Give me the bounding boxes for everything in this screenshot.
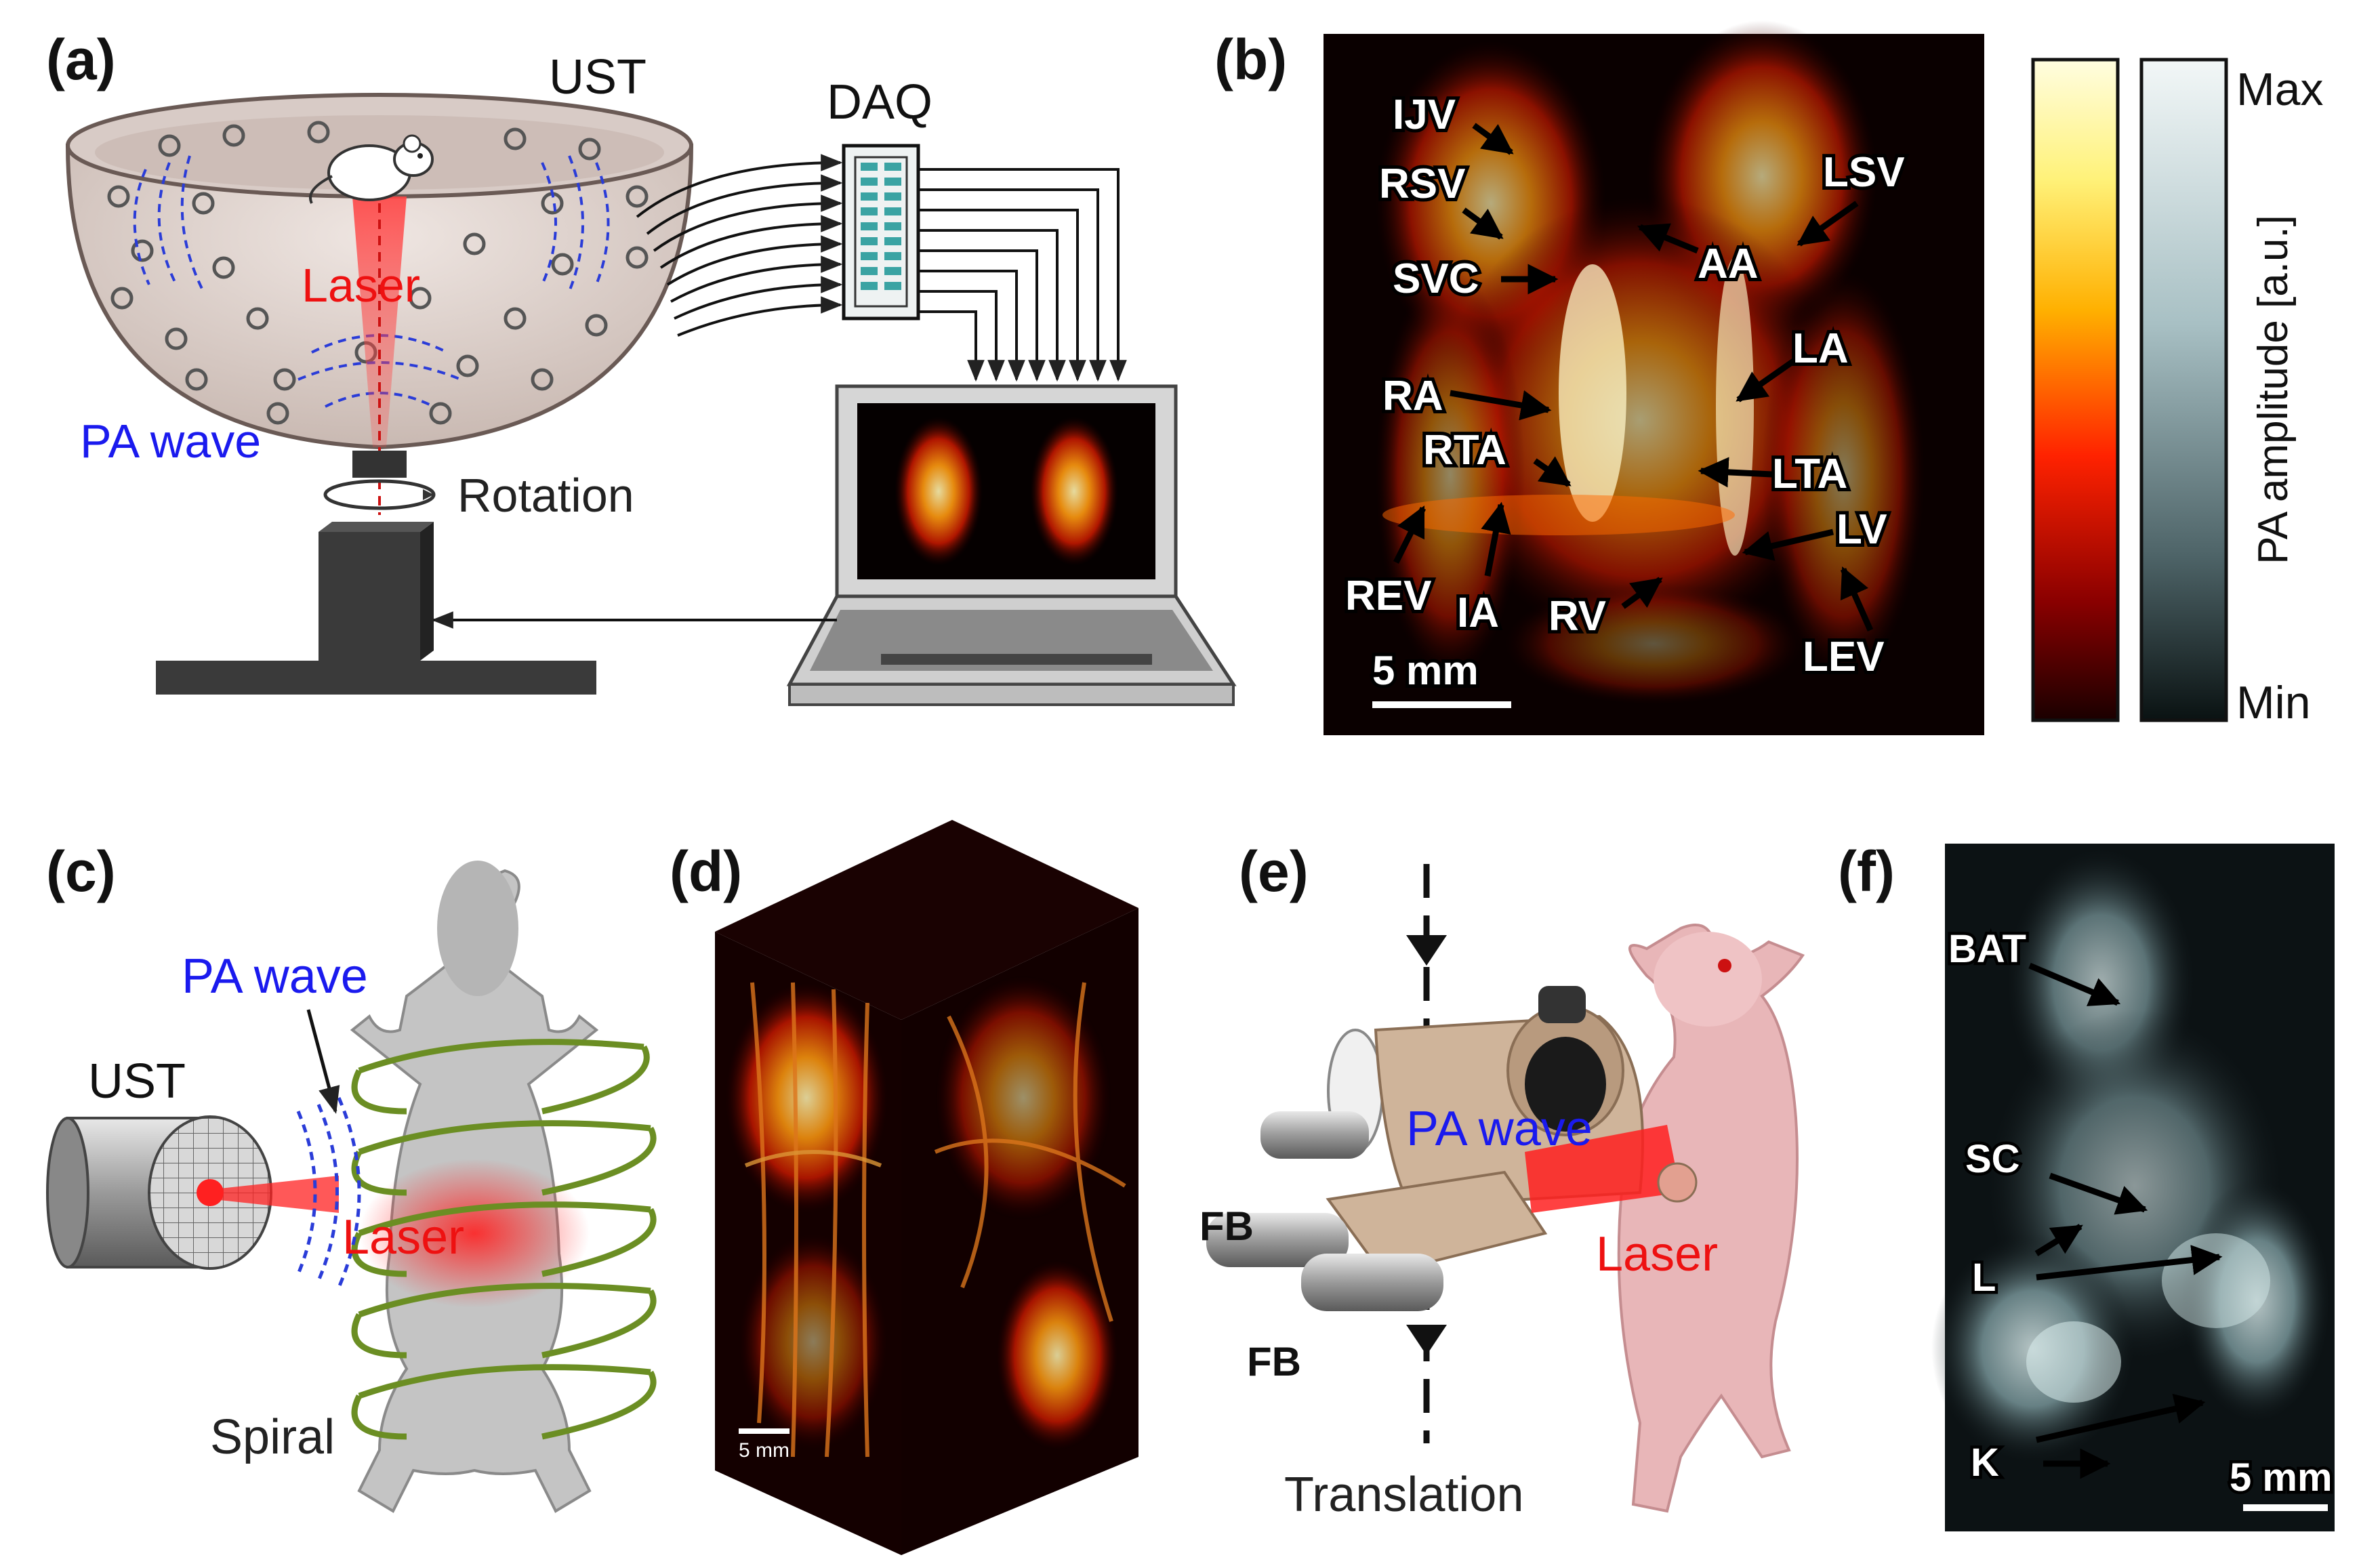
fiber-bundle-upper — [1260, 1111, 1369, 1159]
scale-bar — [2243, 1504, 2328, 1511]
colorbar-hot — [2031, 58, 2120, 722]
cube-front-vessels — [725, 982, 888, 1458]
vessel-arrows — [1393, 123, 1874, 632]
vessel-label: LTA — [1772, 451, 1847, 497]
colorbar-max-label: Max — [2236, 64, 2323, 115]
daq-output-lines — [918, 168, 1127, 382]
panel-f: BAT SC L K 5 mm — [1931, 844, 2335, 1531]
pa-wave-arcs — [133, 155, 610, 408]
mouse-body-pink — [1617, 924, 1805, 1513]
laser-beam — [1525, 1125, 1681, 1213]
spiral-path — [351, 1039, 657, 1440]
ust-transducer — [46, 1115, 272, 1270]
laser-label: Laser — [342, 1210, 464, 1264]
pa-wave-arcs — [296, 1097, 361, 1288]
vessel-label: AA — [1698, 241, 1759, 287]
laptop-icon — [786, 384, 1237, 706]
panel-c: PA wave UST Laser Spiral — [46, 861, 657, 1513]
vessel-label: IJV — [1393, 91, 1456, 138]
panel-label-f: (f) — [1838, 840, 1895, 903]
organ-label: K — [1971, 1441, 1999, 1485]
organ-label: L — [1972, 1256, 1996, 1300]
panel-label-c: (c) — [46, 840, 116, 903]
ust-label: UST — [88, 1054, 186, 1109]
organ-arrows — [2028, 962, 2223, 1479]
ust-label: UST — [549, 50, 647, 104]
pa-wave-label: PA wave — [80, 415, 261, 468]
scale-bar-label: 5 mm — [2230, 1456, 2333, 1500]
fiber-bundle-left — [1206, 1213, 1349, 1267]
laser-beam — [213, 1176, 339, 1213]
vessel-label: REV — [1345, 573, 1431, 619]
fiber-bundle-right — [1301, 1254, 1443, 1311]
daq-label: DAQ — [827, 75, 932, 129]
organ-label: BAT — [1948, 927, 2026, 971]
panel-b: IJV RSV SVC AA LSV LA RA RTA LTA LV REV … — [1324, 20, 2323, 735]
translation-arrow-bottom — [1406, 1325, 1447, 1355]
panel-d: 5 mm — [715, 820, 1138, 1555]
vessel-label: LA — [1792, 325, 1849, 372]
translation-label: Translation — [1284, 1468, 1524, 1522]
laser-label: Laser — [302, 259, 420, 312]
organ-label: SC — [1965, 1137, 2020, 1181]
stage-base — [156, 661, 596, 695]
vessel-label: LSV — [1823, 149, 1905, 196]
scanner-assembly — [1206, 986, 1698, 1311]
colorbar-axis-label: PA amplitude [a.u.] — [2250, 215, 2297, 564]
panel-label-a: (a) — [46, 28, 116, 91]
vessel-label: IA — [1457, 590, 1499, 636]
panel-label-b: (b) — [1214, 28, 1288, 91]
fb-label-bottom: FB — [1247, 1339, 1301, 1384]
signal-cables — [636, 154, 843, 337]
scale-bar-label: 5 mm — [1372, 648, 1479, 693]
translation-arrow-top — [1406, 935, 1447, 966]
stage-block — [319, 532, 420, 661]
laser-label: Laser — [1596, 1227, 1718, 1281]
vessel-label: RV — [1548, 593, 1606, 640]
vessel-label: RA — [1382, 373, 1443, 419]
stage-top — [319, 522, 434, 532]
pa-wave-pointer — [306, 1009, 340, 1114]
colorbar-min-label: Min — [2236, 677, 2311, 728]
vessel-label: LV — [1837, 506, 1887, 553]
vessel-label: SVC — [1393, 255, 1479, 302]
panel-e: PA wave Laser FB FB Translation — [1199, 864, 1805, 1522]
transducer-elements — [107, 121, 649, 425]
panel-label-e: (e) — [1239, 840, 1309, 903]
scale-bar — [1372, 701, 1511, 708]
panel-label-d: (d) — [670, 840, 743, 903]
mouse-icon — [309, 134, 434, 204]
vessel-label: LEV — [1803, 634, 1885, 680]
fb-label-top: FB — [1199, 1203, 1254, 1249]
spiral-label: Spiral — [210, 1410, 335, 1464]
rotation-label: Rotation — [457, 469, 634, 522]
scale-bar — [739, 1428, 789, 1434]
cube-top — [715, 820, 1138, 1020]
pa-wave-label: PA wave — [182, 949, 368, 1004]
daq-channels — [861, 163, 901, 290]
vessel-label: RSV — [1379, 161, 1465, 207]
colorbar-gray — [2139, 58, 2228, 722]
cube-side-vessels — [934, 976, 1126, 1450]
pa-wave-label: PA wave — [1406, 1102, 1593, 1156]
vessel-label: RTA — [1423, 427, 1506, 474]
panel-a: UST DAQ Laser PA wave Rotation — [65, 50, 1237, 706]
rotation-mount — [352, 451, 407, 478]
scale-bar-label: 5 mm — [739, 1439, 789, 1462]
mouse-body — [350, 861, 599, 1513]
